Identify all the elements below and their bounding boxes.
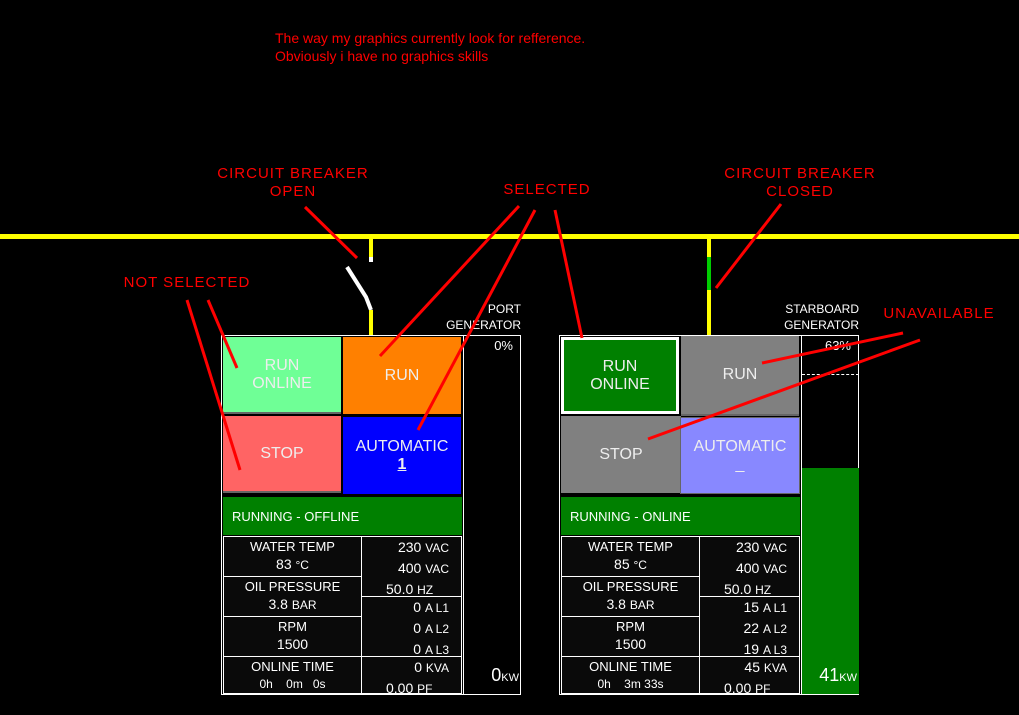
note-not-selected: NOT SELECTED [123, 274, 251, 291]
intro-line: Obviously i have no graphics skills [275, 48, 489, 64]
port-breaker-open [345, 265, 373, 311]
port-bus-stub [369, 239, 373, 258]
stbd-status-bar: RUNNING - ONLINE [561, 497, 800, 535]
stbd-bus-stub [707, 239, 711, 258]
stbd-load-percent: 63% [824, 338, 851, 353]
port-kw-readout: 0KW [491, 665, 519, 685]
port-stop-button[interactable]: STOP [223, 416, 341, 493]
stbd-automatic-button[interactable]: AUTOMATIC_ [680, 417, 800, 494]
main-bus-bar [0, 234, 1019, 239]
stbd-limit-line [802, 374, 859, 375]
stbd-stop-button[interactable]: STOP [561, 416, 681, 493]
stbd-kw-readout: 41KW [819, 665, 857, 685]
note-selected: SELECTED [503, 181, 591, 198]
intro-line: The way my graphics currently look for r… [275, 30, 586, 46]
stbd-breaker-closed [707, 257, 711, 290]
port-load-bar: 0% 0KW [463, 336, 521, 694]
port-load-percent: 0% [494, 338, 513, 353]
port-feeder [369, 310, 373, 335]
stbd-load-fill [802, 468, 859, 694]
stbd-run-button[interactable]: RUN [681, 336, 799, 416]
port-run-button[interactable]: RUN [343, 337, 461, 414]
port-status-bar: RUNNING - OFFLINE [223, 497, 462, 535]
stbd-feeder [707, 290, 711, 335]
note-unavailable: UNAVAILABLE [883, 305, 995, 322]
port-breaker-contact [369, 257, 373, 262]
stbd-load-bar: 63% 41KW [801, 336, 859, 694]
intro-note: The way my graphics currently look for r… [275, 29, 585, 65]
